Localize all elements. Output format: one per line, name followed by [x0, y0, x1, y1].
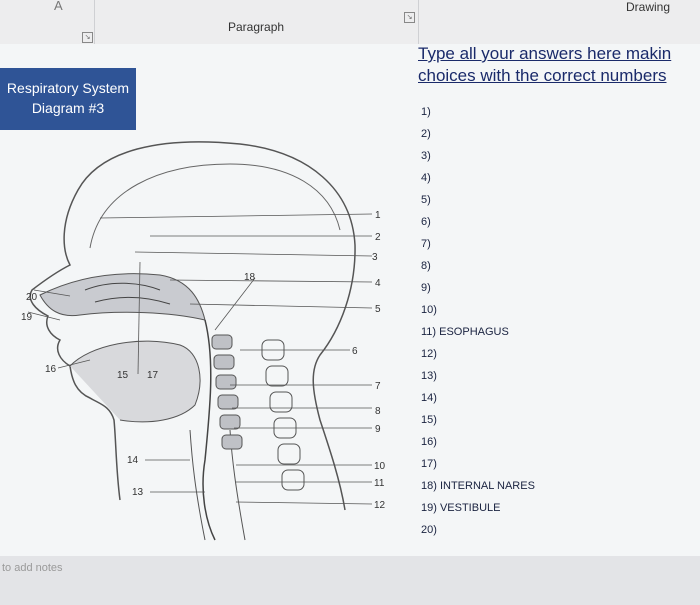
answers-heading: Type all your answers here makin choices…	[418, 43, 700, 87]
answer-item[interactable]: 7)	[421, 238, 431, 250]
answer-item[interactable]: 2)	[421, 128, 431, 140]
answer-item[interactable]: 17)	[421, 458, 437, 470]
diagram-label-10: 10	[374, 461, 386, 472]
answer-item[interactable]: 11) ESOPHAGUS	[421, 326, 509, 338]
answers-heading-line1: Type all your answers here makin	[418, 44, 672, 63]
head-outline	[29, 141, 356, 501]
diagram-label-4: 4	[375, 278, 381, 289]
answer-item[interactable]: 16)	[421, 436, 437, 448]
diagram-label-12: 12	[374, 500, 386, 511]
answer-item[interactable]: 9)	[421, 282, 431, 294]
tongue	[69, 340, 201, 423]
diagram-label-5: 5	[375, 304, 381, 315]
answer-item[interactable]: 15)	[421, 414, 437, 426]
diagram-label-3: 3	[372, 252, 378, 263]
diagram-label-14: 14	[127, 455, 139, 466]
pharynx	[202, 319, 216, 541]
diagram-label-19: 19	[21, 312, 33, 323]
ribbon-separator	[418, 0, 419, 44]
diagram-label-15: 15	[117, 370, 129, 381]
answer-item[interactable]: 12)	[421, 348, 437, 360]
cartilage-rings	[211, 334, 243, 450]
diagram-label-8: 8	[375, 406, 381, 417]
dialog-launcher-icon[interactable]: ↘	[404, 12, 415, 23]
diagram-label-6: 6	[352, 346, 358, 357]
answer-item[interactable]: 8)	[421, 260, 431, 272]
answer-item[interactable]: 14)	[421, 392, 437, 404]
vertebrae	[261, 339, 305, 491]
answers-heading-line2: choices with the correct numbers	[418, 66, 667, 85]
paragraph-group-label: Paragraph	[228, 20, 285, 34]
spine-outline	[312, 244, 356, 511]
diagram-title-box: Respiratory System Diagram #3	[0, 68, 136, 130]
notes-placeholder: to add notes	[2, 562, 63, 574]
answer-item[interactable]: 10)	[421, 304, 437, 316]
diagram-label-11: 11	[374, 478, 385, 489]
conchae	[84, 282, 171, 305]
brain-outline	[89, 163, 341, 249]
diagram-label-2: 2	[375, 232, 381, 243]
answer-item[interactable]: 18) INTERNAL NARES	[421, 480, 535, 492]
diagram-title-line2: Diagram #3	[31, 100, 105, 116]
diagram-label-13: 13	[132, 487, 144, 498]
answer-item[interactable]: 1)	[421, 106, 431, 118]
answer-item[interactable]: 5)	[421, 194, 431, 206]
diagram-label-1: 1	[375, 210, 381, 221]
diagram-label-20: 20	[26, 292, 38, 303]
diagram-label-7: 7	[375, 381, 381, 392]
answer-item[interactable]: 20)	[421, 524, 437, 536]
leader-lines	[27, 213, 373, 505]
font-color-glyph[interactable]: A	[54, 0, 63, 13]
answer-item[interactable]: 6)	[421, 216, 431, 228]
notes-pane[interactable]: to add notes	[0, 556, 700, 605]
answer-item[interactable]: 3)	[421, 150, 431, 162]
diagram-label-9: 9	[375, 424, 381, 435]
answer-item[interactable]: 13)	[421, 370, 437, 382]
respiratory-diagram: 1 2 3 4 5 6 7 8 9 10 11 12 13 14 15 16 1…	[21, 141, 386, 541]
nasal-cavity	[39, 273, 206, 321]
ribbon: A ↘ Paragraph ↘ Drawing	[0, 0, 700, 45]
drawing-group-label: Drawing	[626, 0, 671, 14]
ribbon-separator	[94, 0, 95, 44]
answer-list: 1) 2) 3) 4) 5) 6) 7) 8) 9) 10) 11) ESOPH…	[421, 101, 535, 541]
diagram-label-17: 17	[147, 370, 159, 381]
answer-item[interactable]: 4)	[421, 172, 431, 184]
diagram-label-16: 16	[45, 364, 57, 375]
diagram-title-line1: Respiratory System	[6, 80, 130, 96]
dialog-launcher-icon[interactable]: ↘	[82, 32, 93, 43]
answer-item[interactable]: 19) VESTIBULE	[421, 502, 501, 514]
diagram-label-18: 18	[244, 272, 256, 283]
